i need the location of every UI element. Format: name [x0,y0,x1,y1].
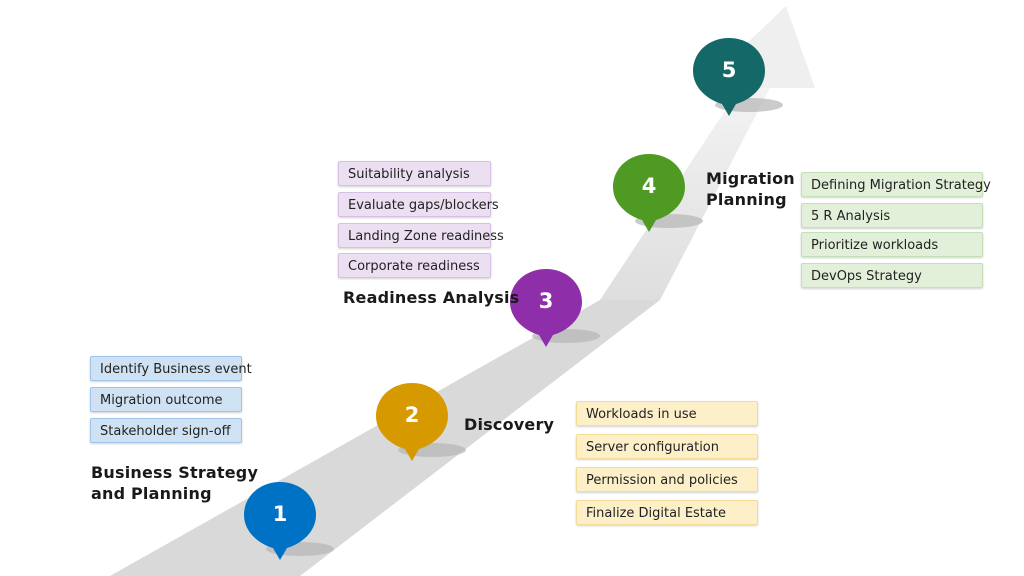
stage-2-item-3: Permission and policies [576,467,758,492]
stage-4-pin-icon [613,154,703,232]
stage-3-title: Readiness Analysis [343,288,520,307]
stage-3-item-2: Evaluate gaps/blockers [338,192,499,217]
stage-3-item-4: Corporate readiness [338,253,491,278]
stage-4-number: 4 [641,174,657,198]
stage-2-number: 2 [404,403,420,427]
stage-4-item-4: DevOps Strategy [801,263,983,288]
stage-5-pin-icon [693,38,783,116]
path-upper-segment [600,88,770,300]
stage-3-item-3: Landing Zone readiness [338,223,504,248]
stage-4-marker: 4 [613,154,709,238]
stage-1-marker: 1 [244,482,340,566]
stage-5-number: 5 [721,58,737,82]
stage-1-pin-icon [244,482,334,560]
stage-1-title: Business Strategy and Planning [91,463,259,503]
stage-4-title: Migration Planning [706,169,795,209]
stage-3-item-1: Suitability analysis [338,161,491,186]
stage-2-item-4: Finalize Digital Estate [576,500,758,525]
stage-1-item-1: Identify Business event [90,356,252,381]
stage-3-marker: 3 [510,269,606,353]
stage-1-item-2: Migration outcome [90,387,242,412]
stage-4-item-2: 5 R Analysis [801,203,983,228]
stage-4-item-1: Defining Migration Strategy [801,172,991,197]
stage-3-number: 3 [538,289,554,313]
stage-2-item-2: Server configuration [576,434,758,459]
stage-4-item-3: Prioritize workloads [801,232,983,257]
stage-1-item-3: Stakeholder sign-off [90,418,242,443]
stage-3-pin-icon [510,269,600,347]
stage-1-number: 1 [272,502,288,526]
stage-2-item-1: Workloads in use [576,401,758,426]
stage-5-marker: 5 [693,38,789,122]
stage-2-marker: 2 [376,383,472,467]
stage-2-title: Discovery [464,415,555,434]
stage-2-pin-icon [376,383,466,461]
